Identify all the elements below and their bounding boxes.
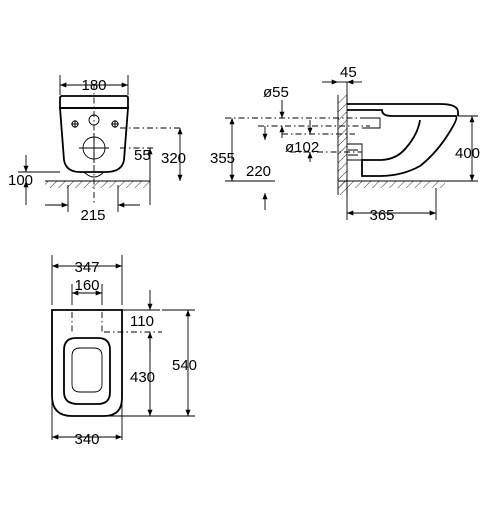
front-seat-lid [59,95,129,109]
top-outer-outline [51,309,123,417]
dim-100: 100 [8,172,33,189]
side-inlet-pipe [362,117,381,129]
dim-320: 320 [161,150,186,167]
side-bowl-outline [347,109,458,177]
front-bowl-base [83,171,105,178]
front-view: 180 55 320 100 215 [8,75,186,224]
fixing-marks [71,120,119,128]
dim-400: 400 [455,145,480,162]
dim-220: 220 [246,163,271,180]
dim-180: 180 [81,77,106,94]
dim-355: 355 [210,150,235,167]
wall-hatch [338,95,347,195]
side-floor-hatch [338,181,445,188]
dim-dia-102: ø102 [285,139,319,156]
side-seat-top [347,103,459,116]
dim-45: 45 [340,64,357,81]
top-view: 347 160 110 430 540 340 [51,255,197,448]
dim-160: 160 [74,277,99,294]
dim-365: 365 [369,207,394,224]
dim-215: 215 [80,207,105,224]
side-outlet-detail [348,149,358,156]
front-floor-hatch [45,181,150,188]
side-view: 45 ø55 ø102 355 220 400 365 [210,64,480,224]
dim-340: 340 [74,431,99,448]
dim-dia-55: ø55 [263,84,289,101]
dim-55: 55 [134,147,151,164]
top-bowl-opening [71,347,103,393]
dim-347: 347 [74,259,99,276]
dim-430: 430 [130,369,155,386]
dim-540: 540 [172,357,197,374]
front-bowl-outline [59,107,129,173]
dim-110: 110 [130,313,154,330]
top-seat-ring [63,337,111,405]
